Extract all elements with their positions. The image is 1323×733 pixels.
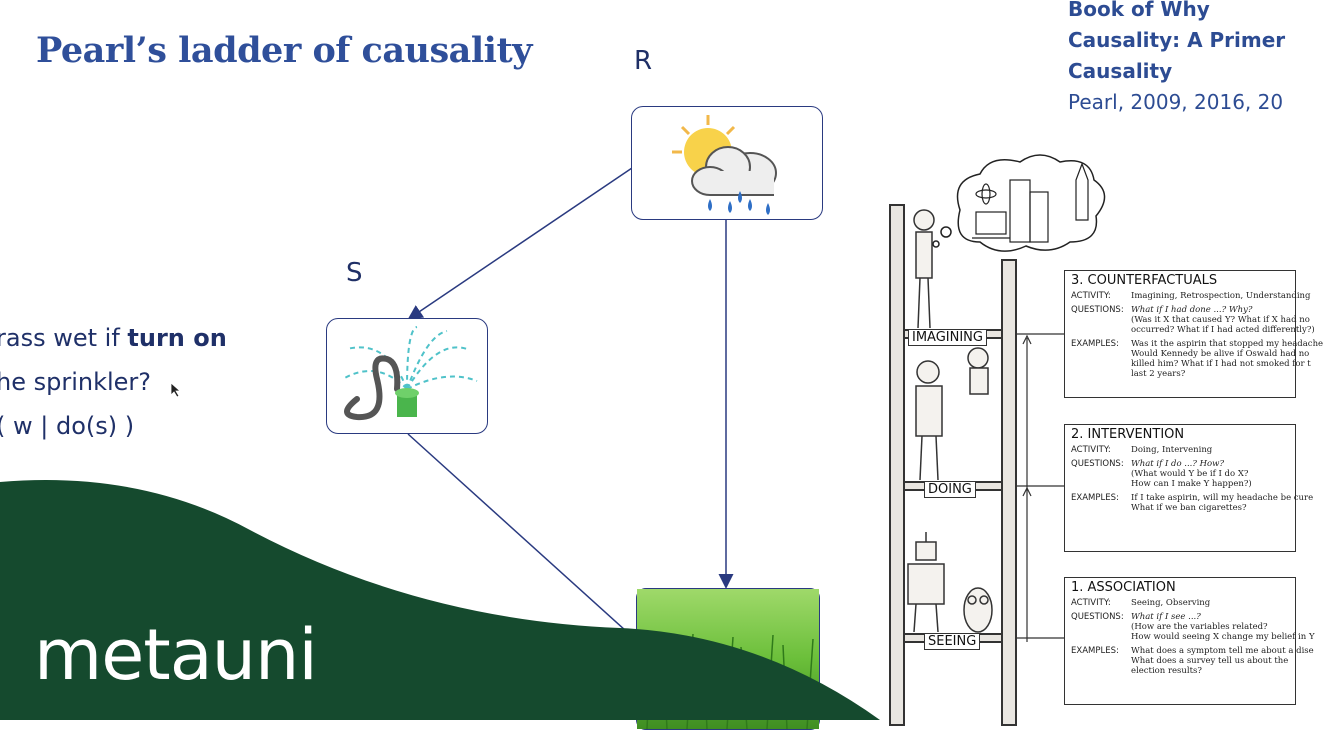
panel-key: QUESTIONS:	[1071, 612, 1124, 622]
panel-key: ACTIVITY:	[1071, 598, 1111, 608]
thought-bubble-icon	[932, 154, 1106, 252]
reference-years: Pearl, 2009, 2016, 20	[1068, 90, 1284, 114]
node-r-label: R	[634, 46, 653, 76]
metauni-logo: metauni	[34, 614, 318, 696]
question-formula: ( w | do(s) )	[0, 412, 135, 440]
panel-activity: Imagining, Retrospection, Understanding	[1131, 291, 1311, 301]
thinker-figure-icon	[913, 209, 935, 329]
panel-example: If I take aspirin, will my headache be c…	[1131, 493, 1314, 503]
panel-key: QUESTIONS:	[1071, 305, 1124, 315]
question-line-1-text: rass wet if	[0, 324, 128, 352]
panel-example: What does a survey tell us about the	[1131, 656, 1289, 666]
edge-r-to-s	[407, 167, 633, 320]
node-r-weather	[631, 106, 823, 220]
brand-wave	[0, 480, 880, 720]
node-s-sprinkler	[326, 318, 488, 434]
panel-example: last 2 years?	[1131, 369, 1186, 379]
panel-activity: Doing, Intervening	[1131, 445, 1213, 455]
panel-example: killed him? What if I had not smoked for…	[1131, 359, 1311, 369]
panel-key: ACTIVITY:	[1071, 445, 1111, 455]
panel-key: EXAMPLES:	[1071, 646, 1119, 656]
panel-question: How can I make Y happen?)	[1131, 479, 1252, 489]
question-line-1-bold: turn on	[127, 324, 227, 352]
reference-causality: Causality	[1068, 59, 1173, 83]
slide-title: Pearl’s ladder of causality	[36, 30, 532, 71]
panel-key: QUESTIONS:	[1071, 459, 1124, 469]
rain-cloud-icon	[672, 115, 777, 215]
panel-key: ACTIVITY:	[1071, 291, 1111, 301]
panel-example: What does a symptom tell me about a dise	[1131, 646, 1314, 656]
panel-key: EXAMPLES:	[1071, 493, 1119, 503]
baby-figure-icon	[967, 347, 989, 395]
panel-example: Was it the aspirin that stopped my heada…	[1131, 339, 1323, 349]
panel-association: 1. ASSOCIATION ACTIVITY: Seeing, Observin…	[1064, 577, 1315, 705]
rung-label-imagining: IMAGINING	[908, 329, 987, 346]
panel-example: election results?	[1131, 666, 1202, 676]
edge-s-to-w	[407, 433, 637, 641]
panel-question: occurred? What if I had acted differentl…	[1131, 325, 1315, 335]
panel-question: (Was it X that caused Y? What if X had n…	[1131, 315, 1310, 325]
thought-contents-icon	[972, 162, 1089, 243]
panel-heading: 3. COUNTERFACTUALS	[1071, 273, 1218, 288]
question-line-2: he sprinkler?	[0, 368, 152, 396]
sprinkler-icon	[342, 326, 478, 421]
node-s-label: S	[346, 258, 363, 288]
rung-label-doing: DOING	[924, 481, 976, 498]
rung-label-seeing: SEEING	[924, 633, 981, 650]
panel-question: What if I had done ...? Why?	[1131, 305, 1253, 315]
panel-counterfactuals: 3. COUNTERFACTUALS ACTIVITY: Imagining, R…	[1064, 270, 1323, 398]
panel-example: What if we ban cigarettes?	[1131, 503, 1247, 513]
owl-figure-icon	[963, 587, 993, 633]
question-line-1: rass wet if turn on	[0, 324, 227, 352]
mouse-cursor-icon	[170, 382, 182, 398]
references: Book of Why Causality: A Primer Causalit…	[1068, 0, 1285, 118]
caveman-figure-icon	[915, 360, 943, 481]
reference-book-of-why: Book of Why	[1068, 0, 1210, 21]
panel-heading: 2. INTERVENTION	[1071, 427, 1185, 442]
panel-question: (What would Y be if I do X?	[1131, 469, 1249, 479]
panel-key: EXAMPLES:	[1071, 339, 1119, 349]
reference-causality-primer: Causality: A Primer	[1068, 28, 1286, 52]
panel-heading: 1. ASSOCIATION	[1071, 580, 1176, 595]
robot-figure-icon	[907, 532, 945, 633]
panel-question: How would seeing X change my belief in Y	[1131, 632, 1315, 642]
panel-question: What if I do ...? How?	[1131, 459, 1225, 469]
panel-example: Would Kennedy be alive if Oswald had no	[1131, 349, 1310, 359]
panel-question: What if I see ...?	[1131, 612, 1201, 622]
panel-activity: Seeing, Observing	[1131, 598, 1211, 608]
causal-graph-edges	[407, 167, 734, 641]
panel-question: (How are the variables related?	[1131, 622, 1268, 632]
panel-intervention: 2. INTERVENTION ACTIVITY: Doing, Interven…	[1064, 424, 1313, 552]
